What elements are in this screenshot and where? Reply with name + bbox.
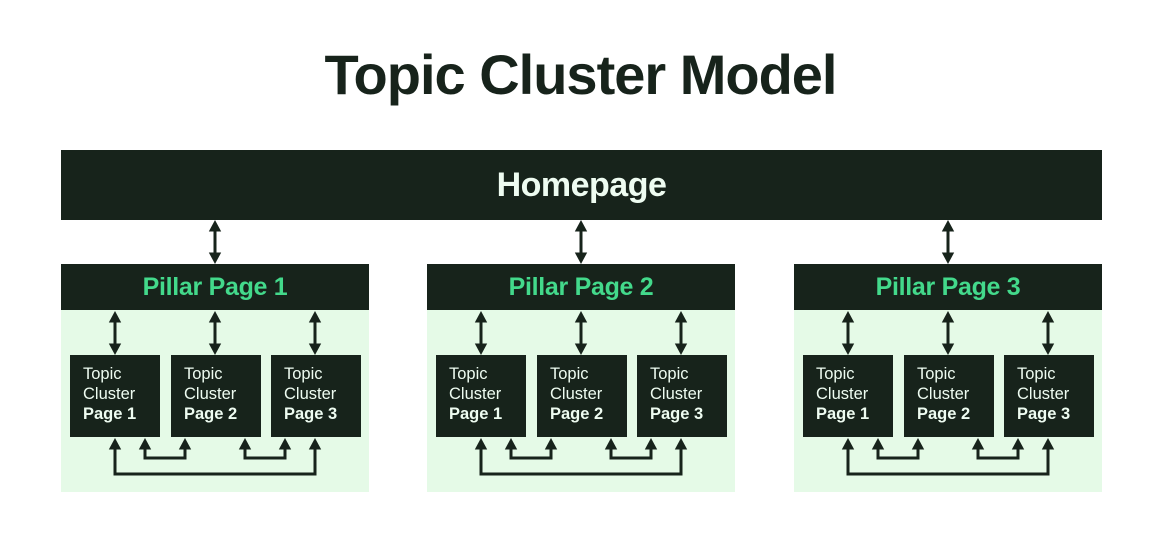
topic-cluster-page-node: Topic Cluster Page 3 [1004, 355, 1094, 437]
topic-line: Topic [449, 365, 488, 383]
pillar-page-3-node: Pillar Page 3 [794, 264, 1102, 310]
cluster-line: Cluster [1017, 385, 1070, 403]
cluster-panel: Topic Cluster Page 1 Topic Cluster Page … [794, 310, 1102, 492]
homepage-label: Homepage [496, 165, 667, 204]
topic-cluster-page-node: Topic Cluster Page 3 [637, 355, 727, 437]
pillar-page-1-node: Pillar Page 1 [61, 264, 369, 310]
pillar-page-label: Pillar Page 2 [508, 272, 654, 301]
topic-cluster-page-node: Topic Cluster Page 1 [803, 355, 893, 437]
cluster-line: Cluster [816, 385, 869, 403]
cluster-line: Cluster [83, 385, 136, 403]
topic-cluster-page-node: Topic Cluster Page 2 [537, 355, 627, 437]
topic-line: Topic [917, 365, 956, 383]
topic-line: Topic [184, 365, 223, 383]
page-number-line: Page 2 [184, 405, 238, 423]
pillar-cluster-group-2: Pillar Page 2 Topic Cluster Page 1 Topic… [427, 264, 735, 492]
pillar-page-label: Pillar Page 3 [875, 272, 1021, 301]
page-number-line: Page 3 [650, 405, 704, 423]
page-number-line: Page 2 [550, 405, 604, 423]
cluster-panel: Topic Cluster Page 1 Topic Cluster Page … [427, 310, 735, 492]
page-number-line: Page 1 [449, 405, 503, 423]
double-arrow-icon [941, 220, 955, 264]
page-number-line: Page 1 [83, 405, 137, 423]
cluster-line: Cluster [650, 385, 703, 403]
page-number-line: Page 1 [816, 405, 870, 423]
page-number-line: Page 2 [917, 405, 971, 423]
cluster-panel: Topic Cluster Page 1 Topic Cluster Page … [61, 310, 369, 492]
pillar-cluster-group-3: Pillar Page 3 Topic Cluster Page 1 Topic… [794, 264, 1102, 492]
cluster-line: Cluster [184, 385, 237, 403]
topic-cluster-page-node: Topic Cluster Page 1 [436, 355, 526, 437]
topic-line: Topic [1017, 365, 1056, 383]
topic-cluster-page-node: Topic Cluster Page 3 [271, 355, 361, 437]
page-number-line: Page 3 [1017, 405, 1071, 423]
topic-line: Topic [650, 365, 689, 383]
double-arrow-icon [574, 220, 588, 264]
homepage-node: Homepage [61, 150, 1102, 220]
page-number-line: Page 3 [284, 405, 338, 423]
topic-cluster-page-node: Topic Cluster Page 2 [171, 355, 261, 437]
pillar-page-2-node: Pillar Page 2 [427, 264, 735, 310]
cluster-line: Cluster [550, 385, 603, 403]
homepage-to-pillar-arrows [208, 220, 955, 264]
topic-line: Topic [83, 365, 122, 383]
topic-cluster-page-node: Topic Cluster Page 1 [70, 355, 160, 437]
cluster-line: Cluster [917, 385, 970, 403]
topic-line: Topic [550, 365, 589, 383]
topic-cluster-page-node: Topic Cluster Page 2 [904, 355, 994, 437]
cluster-line: Cluster [284, 385, 337, 403]
cluster-line: Cluster [449, 385, 502, 403]
pillar-cluster-group-1: Pillar Page 1 Topic Cluster Page 1 Topic… [61, 264, 369, 492]
pillar-page-label: Pillar Page 1 [142, 272, 288, 301]
topic-line: Topic [284, 365, 323, 383]
double-arrow-icon [208, 220, 222, 264]
page-title: Topic Cluster Model [324, 43, 838, 106]
topic-line: Topic [816, 365, 855, 383]
